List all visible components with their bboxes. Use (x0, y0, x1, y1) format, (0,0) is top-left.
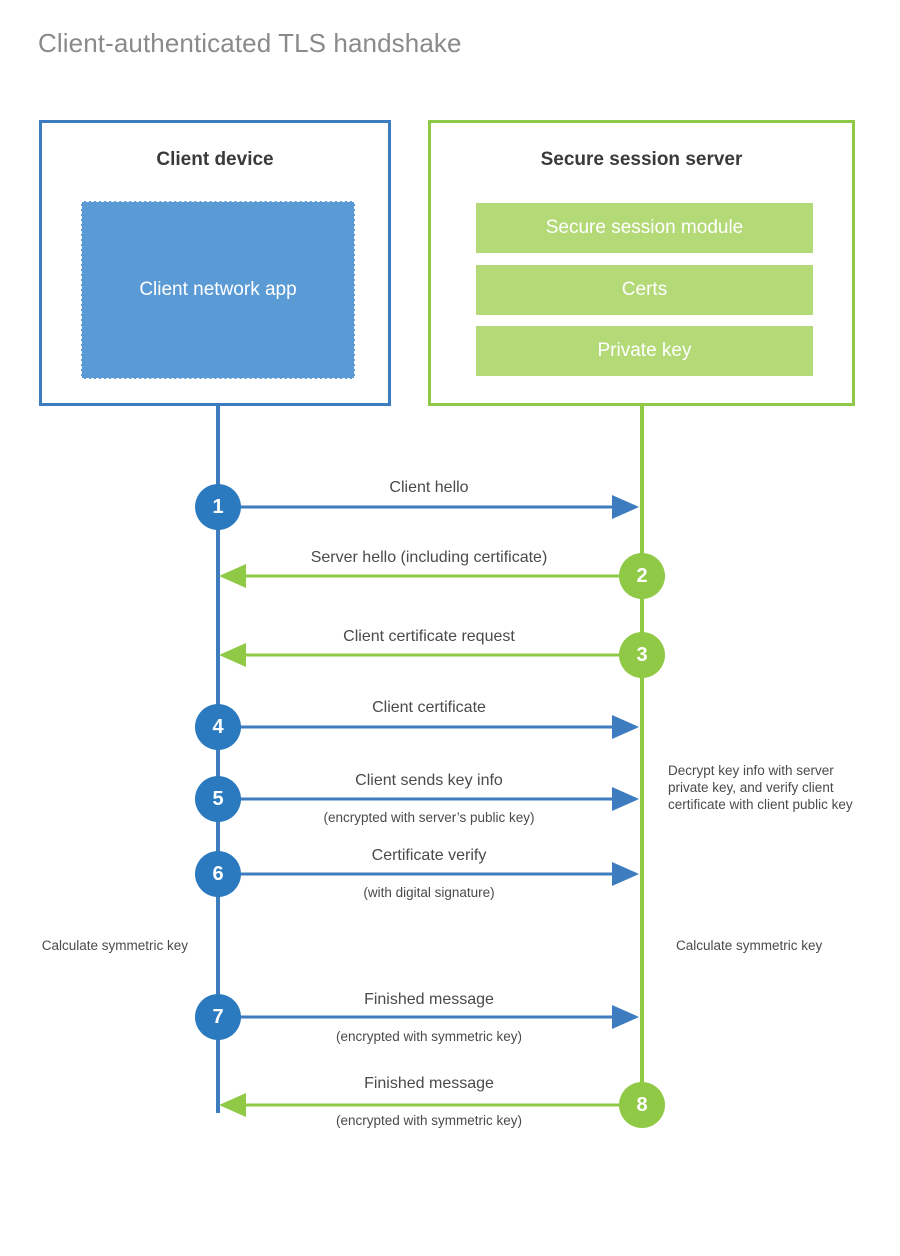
message-sublabel-step-8: (encrypted with symmetric key) (335, 1113, 523, 1128)
note-calculate-symmetric-key-server: Calculate symmetric key (676, 938, 823, 953)
step-circle-8[interactable]: 8 (619, 1082, 665, 1128)
server-component-private-key: Private key (476, 326, 813, 376)
message-sublabel-step-5: (encrypted with server’s public key) (323, 810, 535, 825)
message-sublabel-step-6: (with digital signature) (363, 885, 495, 900)
secure-session-server-box: Secure session server Secure session mod… (428, 120, 855, 406)
step-circle-7[interactable]: 7 (195, 994, 241, 1040)
step-circle-1[interactable]: 1 (195, 484, 241, 530)
message-sublabel-step-7: (encrypted with symmetric key) (335, 1029, 523, 1044)
step-circle-4[interactable]: 4 (195, 704, 241, 750)
step-circle-3[interactable]: 3 (619, 632, 665, 678)
client-device-box: Client device Client network app (39, 120, 391, 406)
page-title: Client-authenticated TLS handshake (38, 28, 462, 58)
message-label-step-6: Certificate verify (371, 847, 487, 864)
client-lifeline (216, 406, 220, 1113)
client-network-app-block: Client network app (81, 201, 355, 379)
server-component-secure-session-module: Secure session module (476, 203, 813, 253)
message-label-step-7: Finished message (364, 991, 494, 1008)
note-calculate-symmetric-key-client: Calculate symmetric key (41, 938, 188, 953)
message-label-step-3: Client certificate request (343, 628, 515, 645)
client-network-app-label: Client network app (139, 279, 297, 300)
note-decrypt-key-info: Decrypt key info with server private key… (668, 763, 853, 812)
message-label-step-5: Client sends key info (355, 772, 503, 789)
client-device-title: Client device (156, 149, 274, 170)
server-component-certs: Certs (476, 265, 813, 315)
message-label-step-2: Server hello (including certificate) (310, 549, 548, 566)
server-lifeline (640, 406, 644, 1106)
step-circle-2[interactable]: 2 (619, 553, 665, 599)
message-label-step-4: Client certificate (372, 699, 486, 716)
step-circle-6[interactable]: 6 (195, 851, 241, 897)
message-label-step-1: Client hello (389, 479, 469, 496)
step-circle-5[interactable]: 5 (195, 776, 241, 822)
secure-session-server-title: Secure session server (540, 149, 743, 170)
message-label-step-8: Finished message (364, 1075, 494, 1092)
